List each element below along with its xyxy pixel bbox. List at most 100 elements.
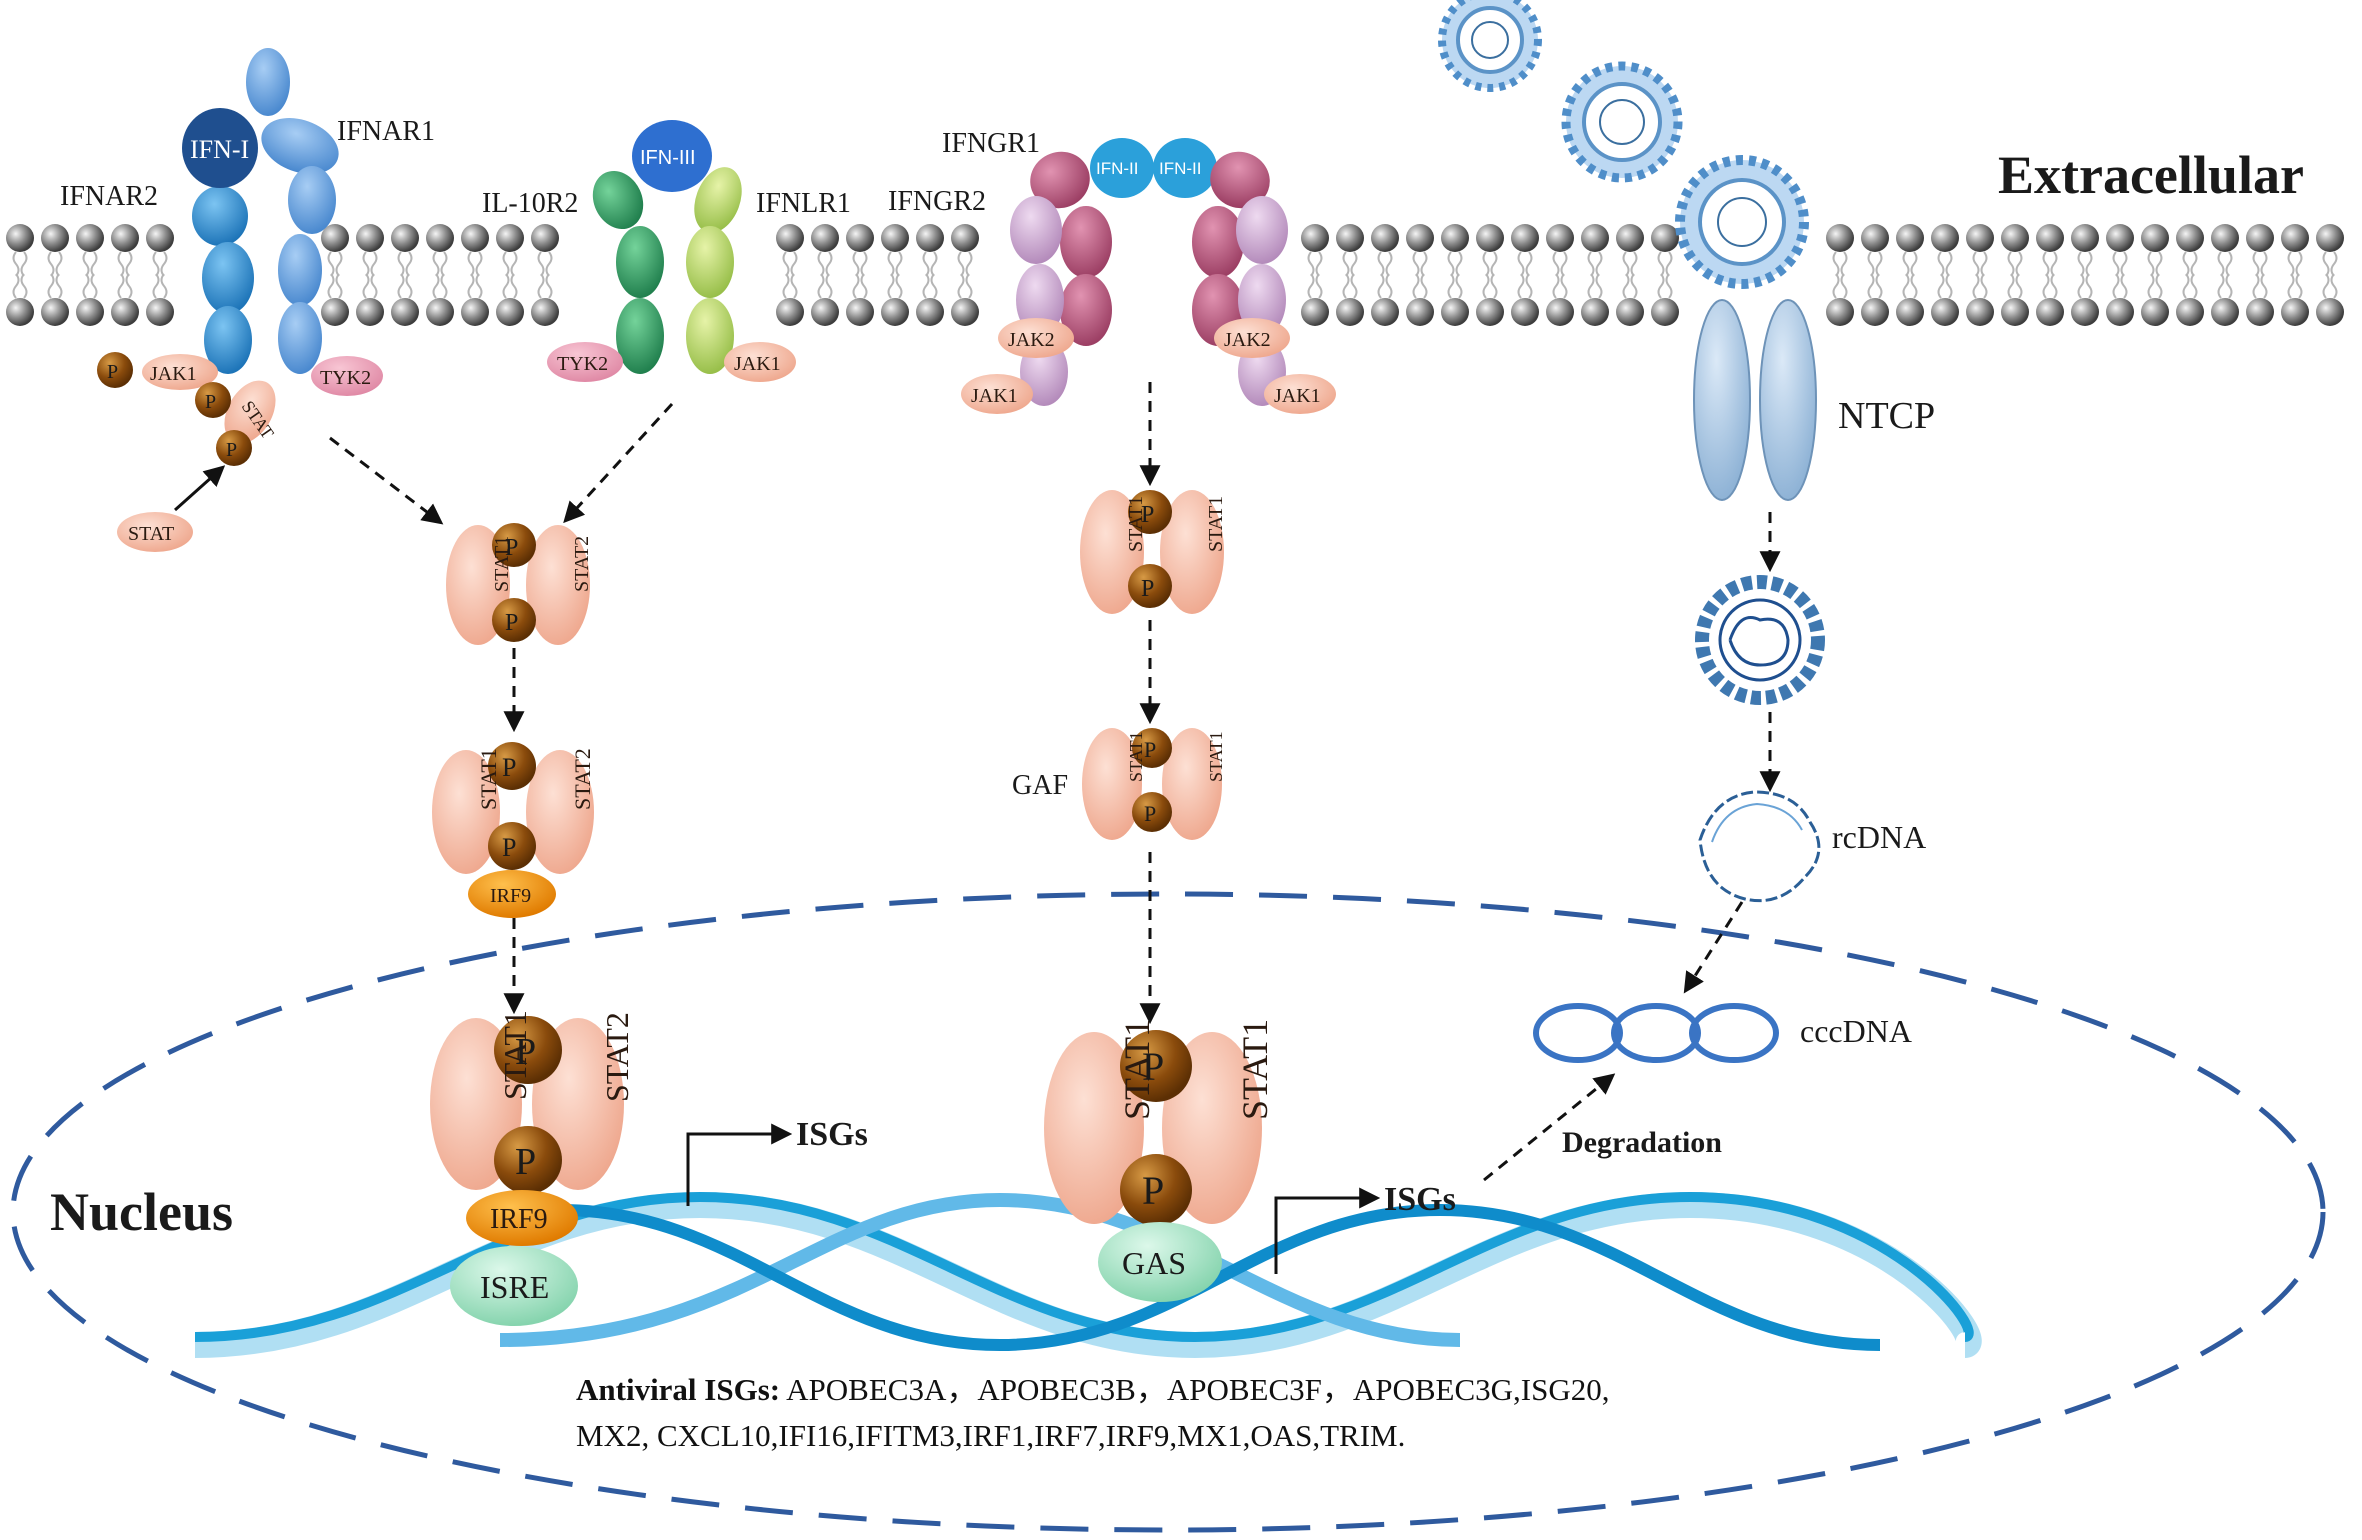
ifnlr1-receptor <box>686 167 742 374</box>
p-isgf3a-bottom: P <box>502 833 516 862</box>
lipid-tail <box>817 251 833 277</box>
lipid-tail <box>1832 273 1848 299</box>
stat-free <box>117 512 193 552</box>
lipid-head <box>1896 298 1924 326</box>
lipid-tail <box>1552 251 1568 277</box>
lipid-tail <box>537 251 553 277</box>
phospho-ifnar2-label: P <box>205 391 216 413</box>
lipid-head <box>1336 298 1364 326</box>
antiviral-isgs-text: Antiviral ISGs: APOBEC3A，APOBEC3B，APOBEC… <box>576 1372 1610 1407</box>
lipid-tail <box>1482 273 1498 299</box>
lipid-head <box>1581 298 1609 326</box>
lipid-head <box>461 224 489 252</box>
lipid-head <box>811 298 839 326</box>
lipid-head <box>1581 224 1609 252</box>
ifn-iii-ligand <box>632 120 712 192</box>
lipid-tail <box>1377 251 1393 277</box>
ifngr2-label: IFNGR2 <box>888 186 986 217</box>
p-gafn-top: P <box>1142 1044 1164 1089</box>
lipid-head <box>1476 298 1504 326</box>
lipid-head <box>846 224 874 252</box>
lipid-head <box>1966 224 1994 252</box>
lipid-head <box>1371 224 1399 252</box>
lipid-head <box>2211 224 2239 252</box>
phospho-jak1 <box>97 352 133 388</box>
lipid-tail <box>2252 251 2268 277</box>
lipid-head <box>146 298 174 326</box>
nucleocapsid <box>1695 575 1825 705</box>
nucleus-label: Nucleus <box>50 1182 233 1242</box>
arrow-ifnlr-to-stat <box>563 402 674 524</box>
lipid-head <box>1861 298 1889 326</box>
lipid-tail <box>782 251 798 277</box>
lipid-tail <box>1937 251 1953 277</box>
jak1-left-label: JAK1 <box>971 385 1018 407</box>
antiviral-line2-text: MX2, CXCL10,IFI16,IFITM3,IRF1,IRF7,IRF9,… <box>576 1418 1405 1453</box>
lipid-tail <box>2217 273 2233 299</box>
lipid-tail <box>817 273 833 299</box>
rcdna-genome <box>1698 790 1821 903</box>
ifnar2-receptor <box>192 186 254 374</box>
lipid-head <box>1301 298 1329 326</box>
arrow-rcdna-to-cccdna <box>1683 901 1744 994</box>
lipid-tail <box>1622 251 1638 277</box>
lipid-tail <box>887 273 903 299</box>
ifngr2-receptor-left <box>1010 196 1068 406</box>
jak1-left <box>961 374 1033 414</box>
isre-label: ISRE <box>480 1269 549 1305</box>
rcdna-label: rcDNA <box>1832 819 1926 855</box>
il10r2-receptor <box>592 170 664 374</box>
lipid-tail <box>432 251 448 277</box>
stat-recruit-arrow <box>174 465 226 512</box>
lipid-tail <box>1657 251 1673 277</box>
lipid-head <box>76 224 104 252</box>
ifn-ii-label-2: IFN-II <box>1159 159 1202 178</box>
lipid-head <box>426 224 454 252</box>
cell-membrane <box>6 224 2344 326</box>
tyk2-il10r2 <box>547 342 623 382</box>
stat1-homodimer <box>1080 490 1224 614</box>
lipid-tail <box>1937 273 1953 299</box>
lipid-tail <box>1412 251 1428 277</box>
ntcp-label: NTCP <box>1838 395 1935 437</box>
p-isgf3a-top: P <box>502 753 516 782</box>
gas-label: GAS <box>1122 1245 1186 1281</box>
lipid-head <box>1546 224 1574 252</box>
ifngr1-label: IFNGR1 <box>942 128 1040 159</box>
p-isgf3b-bottom: P <box>515 1141 536 1183</box>
lipid-head <box>2176 224 2204 252</box>
lipid-tail <box>537 273 553 299</box>
ifngr1-receptor-right <box>1192 151 1270 346</box>
lipid-head <box>1931 298 1959 326</box>
lipid-tail <box>1342 273 1358 299</box>
lipid-tail <box>2287 273 2303 299</box>
lipid-head <box>2001 224 2029 252</box>
p-homo-bottom: P <box>1141 576 1154 602</box>
stat2-isgf3b-label: STAT2 <box>599 1012 635 1102</box>
lipid-head <box>321 298 349 326</box>
lipid-head <box>496 224 524 252</box>
ifnar1-label: IFNAR1 <box>337 116 435 147</box>
ifnlr1-label: IFNLR1 <box>756 188 851 219</box>
lipid-head <box>2141 224 2169 252</box>
lipid-tail <box>1587 251 1603 277</box>
antiviral-heading: Antiviral ISGs: <box>576 1372 780 1407</box>
lipid-tail <box>327 273 343 299</box>
lipid-head <box>1511 224 1539 252</box>
stat1-isgf3b-label: STAT1 <box>497 1010 533 1100</box>
lipid-tail <box>1902 251 1918 277</box>
lipid-head <box>496 298 524 326</box>
jak1-ifnar2-label: JAK1 <box>150 363 197 385</box>
cccdna-minichromosome <box>1533 1003 1779 1063</box>
ifn-i-ligand <box>182 108 258 188</box>
gaf-label: GAF <box>1012 770 1068 801</box>
tyk2-il10r2-label: TYK2 <box>557 353 608 375</box>
hbv-virion-3 <box>1675 155 1809 289</box>
stat1-stat2-dimer <box>446 523 590 645</box>
p-gafn-bottom: P <box>1142 1168 1164 1213</box>
lipid-tail <box>502 273 518 299</box>
lipid-tail <box>1482 251 1498 277</box>
ifngr2-receptor-right <box>1236 196 1288 406</box>
lipid-tail <box>2252 273 2268 299</box>
lipid-head <box>2176 298 2204 326</box>
